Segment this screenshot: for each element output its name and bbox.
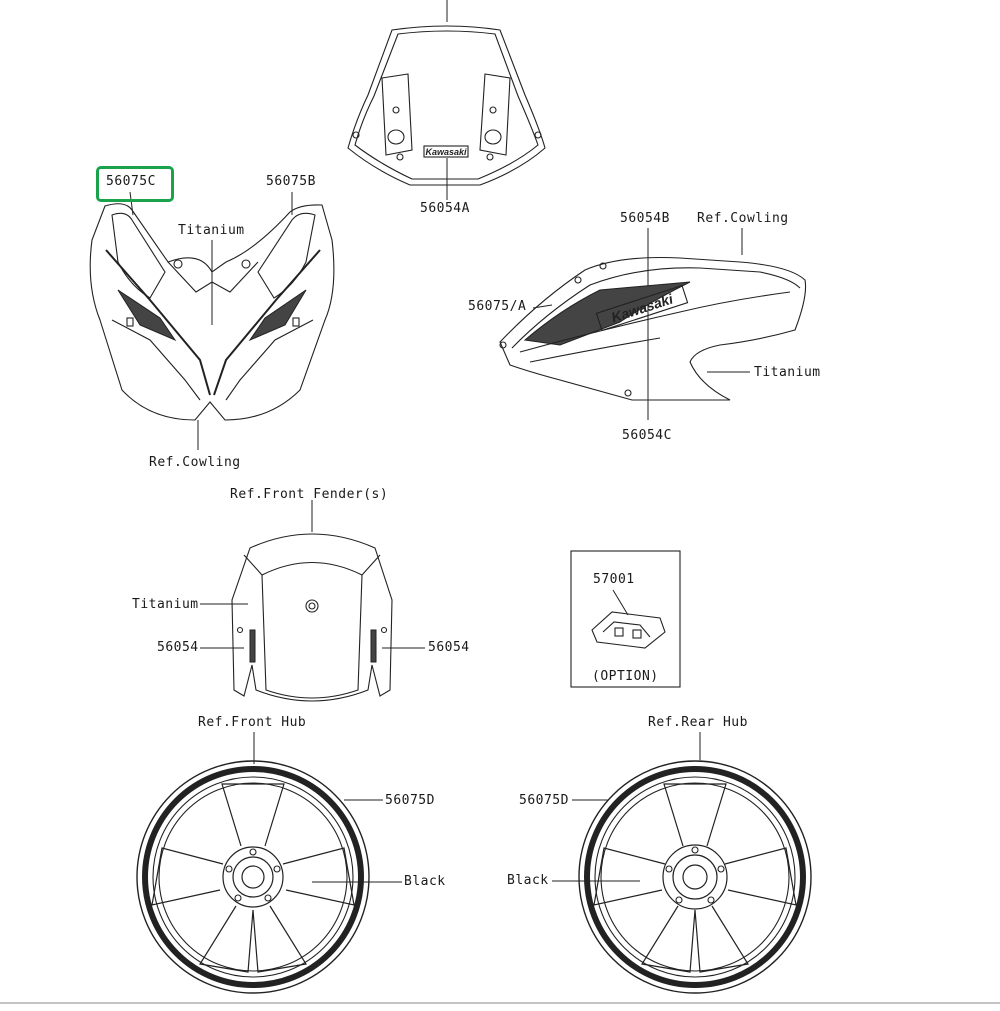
label-front-hub-ref: Ref.Front Hub (198, 715, 307, 730)
label-rear-hub-ref: Ref.Rear Hub (648, 715, 748, 730)
label-front-wheel-color: Black (404, 874, 446, 889)
label-side-titanium: Titanium (754, 365, 821, 380)
side-fairing: Kawasaki (499, 228, 807, 420)
label-fender-titanium: Titanium (132, 597, 199, 612)
upper-cowl (89, 191, 335, 450)
front-wheel (136, 732, 402, 994)
label-side-ref: Ref.Cowling (697, 211, 789, 226)
label-side-upper-part: 56054B (620, 211, 670, 226)
windshield-decal-logo: Kawasaki (425, 147, 467, 157)
label-side-stripe-part: 56075/A (468, 299, 527, 314)
label-rear-wheel-part: 56075D (519, 793, 569, 808)
label-option-part: 57001 (593, 572, 635, 587)
label-cowl-left-part[interactable]: 56075C (106, 174, 156, 189)
front-fender (200, 500, 425, 702)
label-cowl-titanium: Titanium (178, 223, 245, 238)
label-windshield-part: 56054A (420, 201, 470, 216)
label-side-lower-part: 56054C (622, 428, 672, 443)
highlight-box (96, 166, 174, 202)
label-front-wheel-part: 56075D (385, 793, 435, 808)
label-rear-wheel-color: Black (507, 873, 549, 888)
label-fender-ref: Ref.Front Fender(s) (230, 487, 389, 502)
option-box (570, 550, 681, 688)
windshield: Kawasaki (347, 0, 546, 200)
label-fender-left-part: 56054 (157, 640, 199, 655)
label-fender-right-part: 56054 (428, 640, 470, 655)
label-option-note: (OPTION) (592, 669, 659, 684)
label-cowl-right-part: 56075B (266, 174, 316, 189)
rear-wheel (552, 732, 812, 994)
label-cowl-ref: Ref.Cowling (149, 455, 241, 470)
